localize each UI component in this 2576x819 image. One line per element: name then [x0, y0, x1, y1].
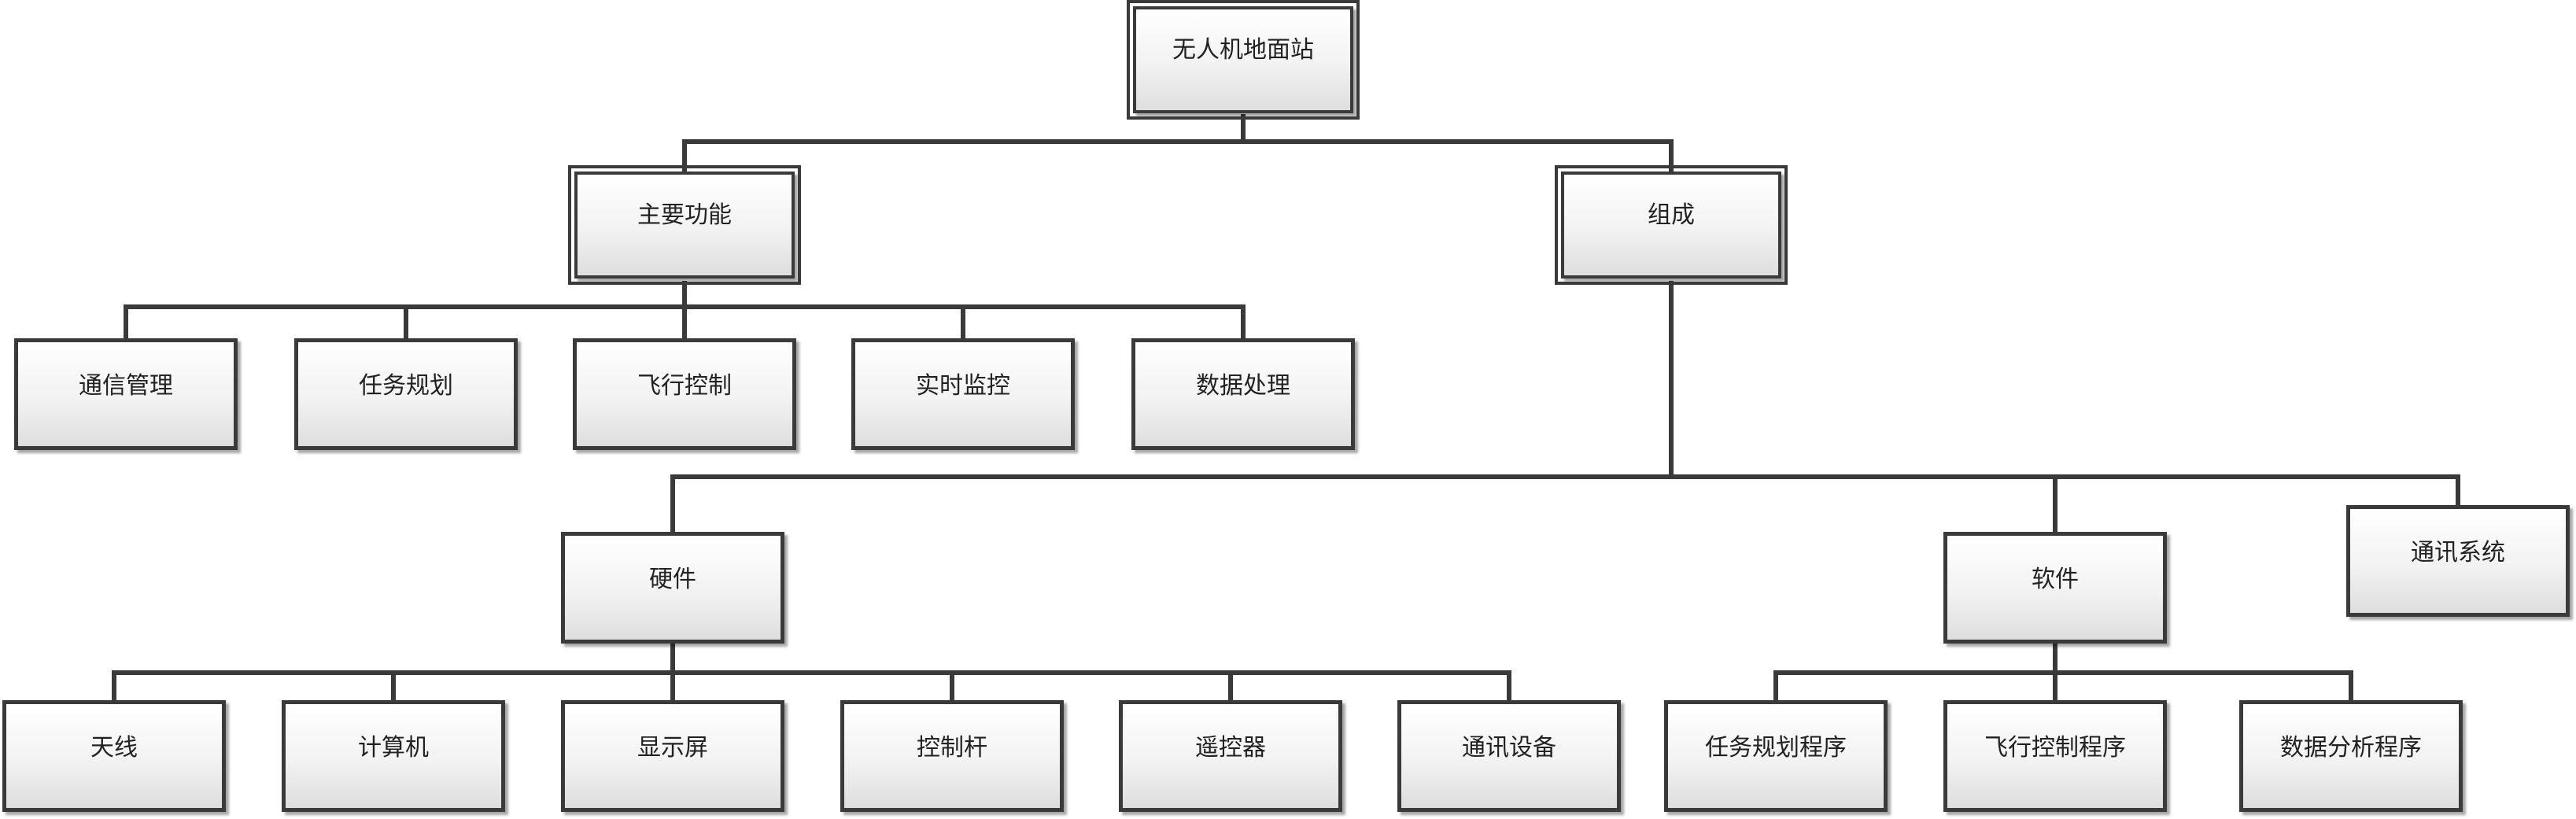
composition-node: 组成: [1555, 165, 1788, 285]
hardware-item: 通讯设备: [1397, 700, 1621, 812]
software-item: 数据分析程序: [2239, 700, 2463, 812]
function-item: 通信管理: [14, 338, 238, 450]
connector-software: [1773, 641, 2353, 703]
hardware-item: 遥控器: [1119, 700, 1342, 812]
comm-system-node: 通讯系统: [2346, 505, 2570, 617]
software-node: 软件: [1943, 532, 2167, 644]
hardware-item: 天线: [2, 700, 226, 812]
hardware-item: 控制杆: [840, 700, 1064, 812]
function-item: 数据处理: [1131, 338, 1355, 450]
software-item: 任务规划程序: [1664, 700, 1888, 812]
connector-root: [682, 114, 1674, 174]
hardware-node: 硬件: [561, 532, 784, 644]
function-item: 任务规划: [294, 338, 518, 450]
function-item: 实时监控: [851, 338, 1075, 450]
hardware-item: 计算机: [282, 700, 505, 812]
connector-composition: [670, 281, 2460, 534]
hardware-item: 显示屏: [561, 700, 784, 812]
connector-functions: [124, 281, 1246, 341]
software-item: 飞行控制程序: [1943, 700, 2167, 812]
functions-node: 主要功能: [568, 165, 801, 285]
function-item: 飞行控制: [573, 338, 796, 450]
connector-hardware: [112, 641, 1511, 703]
root-node: 无人机地面站: [1127, 0, 1360, 120]
